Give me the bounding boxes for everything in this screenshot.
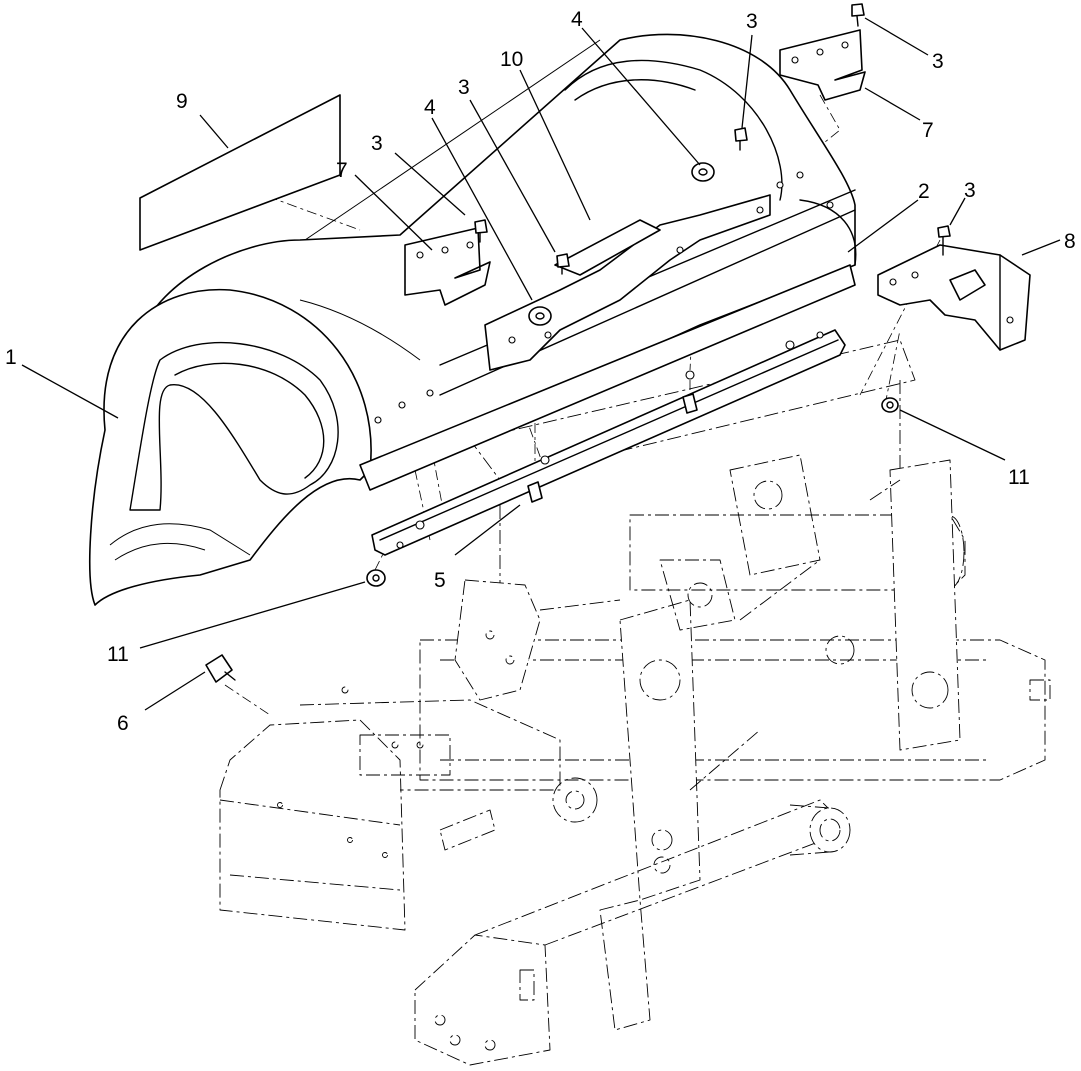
callout-labels: 1 2 3 3 3 3 3 4 4 5 6 7 7 8 9 10 11 11 <box>5 8 1076 735</box>
callout-1: 1 <box>5 346 17 369</box>
callout-7-right: 7 <box>922 119 934 142</box>
callout-4-top: 4 <box>571 8 583 31</box>
callout-9: 9 <box>176 90 188 113</box>
callout-8: 8 <box>1064 230 1076 253</box>
callout-3-top-right: 3 <box>932 50 944 73</box>
washers <box>528 162 715 326</box>
callout-3-center: 3 <box>458 76 470 99</box>
callout-7-left: 7 <box>336 159 348 182</box>
bracket-left <box>404 227 491 306</box>
leader-lines <box>21 17 1061 711</box>
callout-10: 10 <box>500 48 523 71</box>
cover-plate <box>554 219 661 276</box>
callout-11-left: 11 <box>107 643 129 666</box>
callout-3-left: 3 <box>371 132 383 155</box>
callout-4-center: 4 <box>424 96 436 119</box>
bracket-right <box>779 29 866 101</box>
knob <box>205 654 236 683</box>
hood-shroud <box>88 33 857 606</box>
mounting-bar <box>371 329 846 556</box>
decal <box>139 94 341 251</box>
callout-2: 2 <box>918 180 930 203</box>
nuts <box>366 397 899 587</box>
callout-3-right: 3 <box>964 179 976 202</box>
clip-nuts <box>527 393 698 503</box>
frame-phantom <box>219 339 1051 1066</box>
bolts <box>474 3 951 275</box>
callout-11-right: 11 <box>1008 466 1030 489</box>
support-bracket <box>877 244 1031 351</box>
callout-5: 5 <box>434 569 446 592</box>
callout-3-top-center: 3 <box>746 10 758 33</box>
callout-6: 6 <box>117 712 129 735</box>
